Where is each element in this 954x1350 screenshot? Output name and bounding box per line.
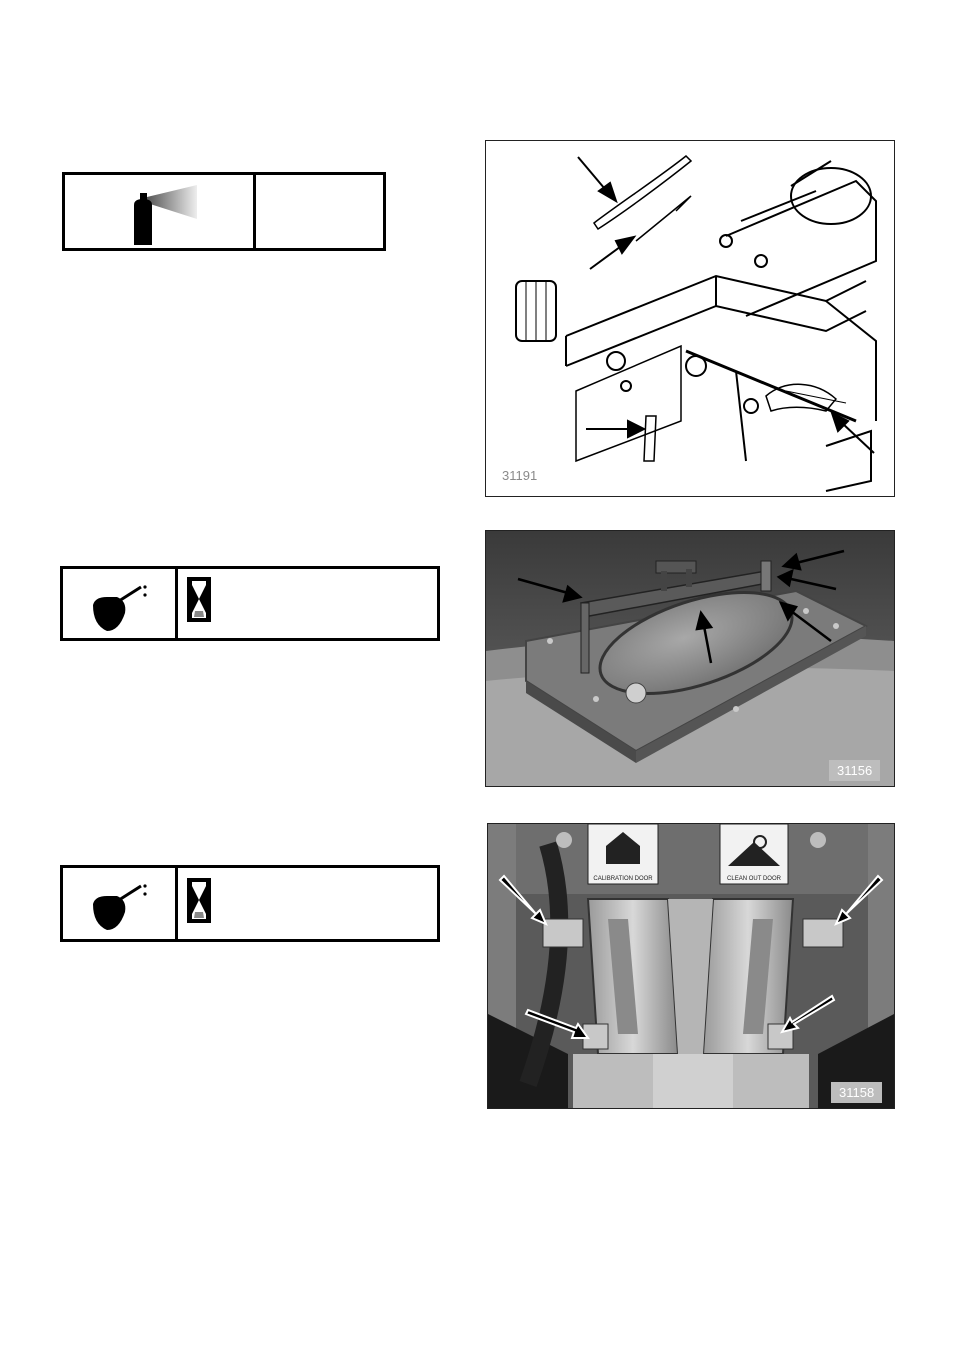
- symbol-divider: [253, 175, 256, 248]
- calibration-door-label: CALIBRATION DOOR: [593, 876, 653, 882]
- spray-symbol-box: [62, 172, 386, 251]
- hourglass-icon: [187, 577, 211, 622]
- figure-31158-doors-photo: CALIBRATION DOOR CLEAN OUT DOOR 31158: [487, 823, 895, 1109]
- symbol-divider: [175, 569, 178, 638]
- oil-can-icon: [89, 579, 149, 633]
- figure-31156-hopper-lid-photo: 31156: [485, 530, 895, 787]
- oil-can-icon: [89, 878, 149, 932]
- oil-interval-symbol-box-1: [60, 566, 440, 641]
- figure-number: 31156: [829, 760, 880, 781]
- clean-out-door-label: CLEAN OUT DOOR: [727, 876, 782, 882]
- figure-31191-exploded-drawing: 31191: [485, 140, 895, 497]
- oil-interval-symbol-box-2: [60, 865, 440, 942]
- figure-number: 31158: [831, 1082, 882, 1103]
- figure-number: 31191: [502, 468, 537, 483]
- symbol-divider: [175, 868, 178, 939]
- aerosol-spray-can-icon: [129, 183, 201, 247]
- hourglass-icon: [187, 878, 211, 923]
